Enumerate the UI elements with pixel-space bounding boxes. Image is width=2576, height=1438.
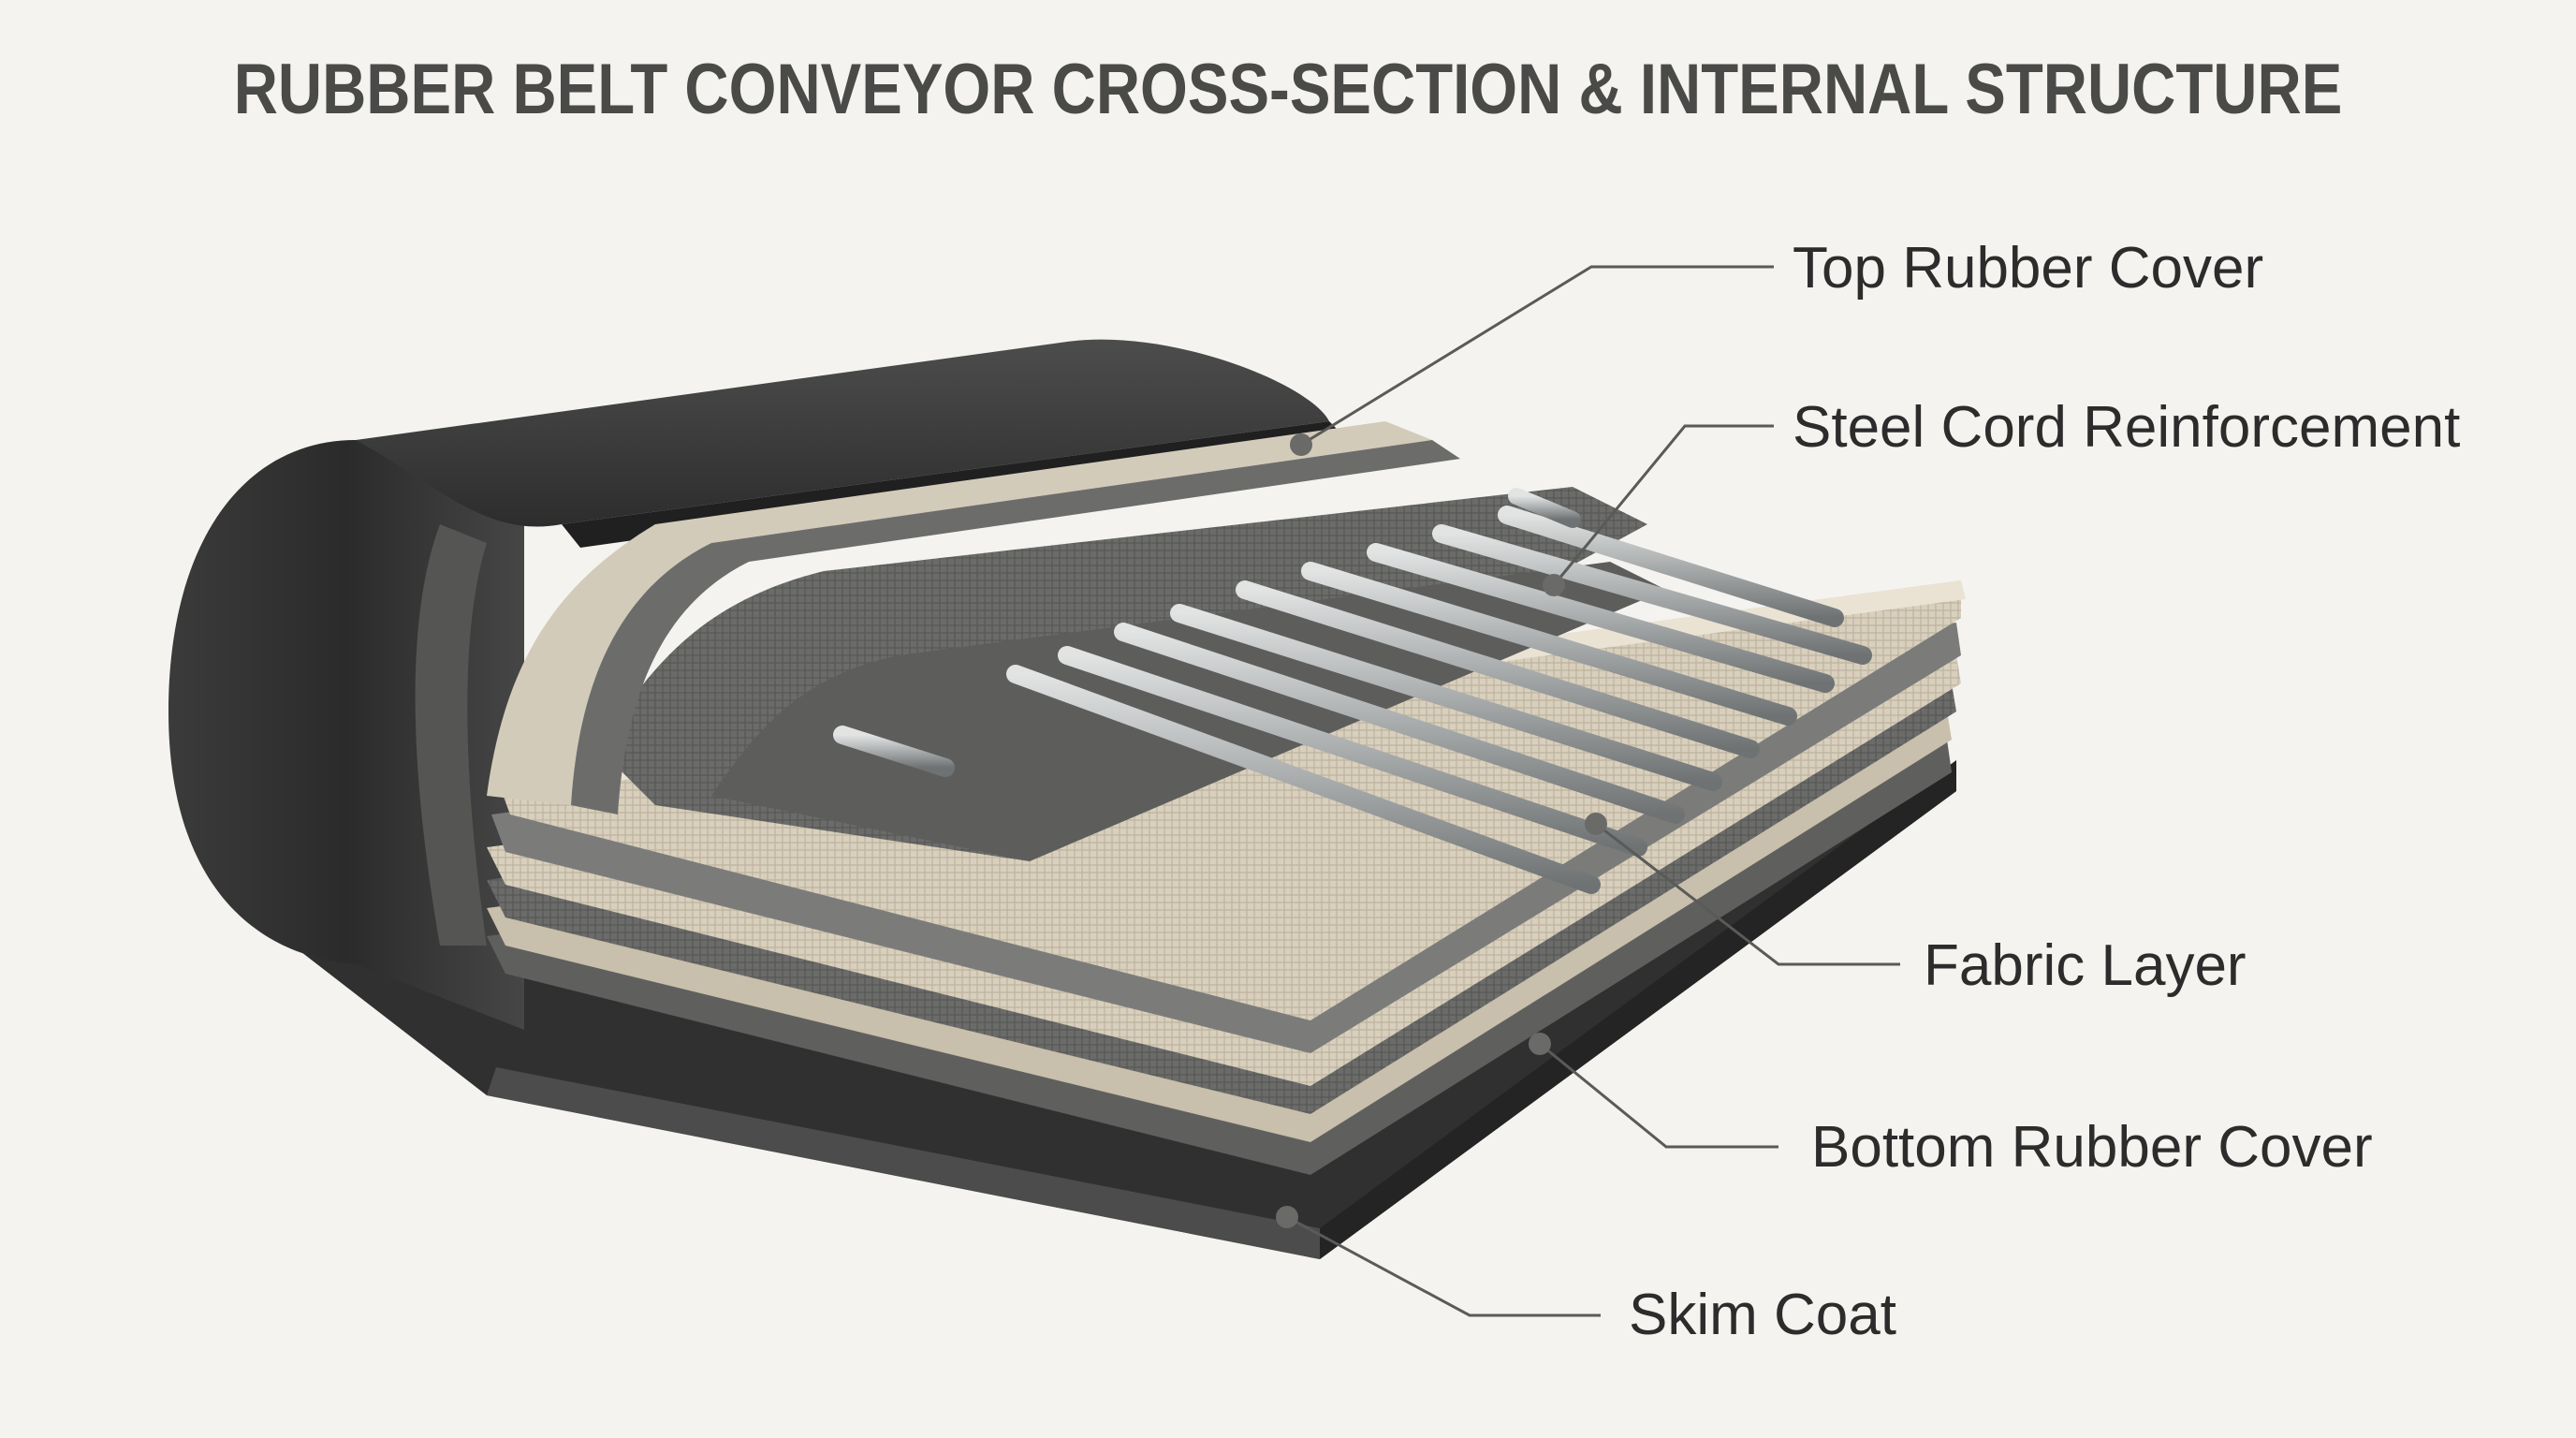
diagram-title: RUBBER BELT CONVEYOR CROSS-SECTION & INT…	[233, 50, 2343, 129]
dot-steel-cord	[1543, 574, 1565, 596]
dot-skim-coat	[1276, 1206, 1298, 1228]
leader-steel-cord	[1552, 424, 1774, 586]
label-fabric-layer: Fabric Layer	[1924, 933, 2247, 998]
dot-fabric-layer	[1585, 813, 1607, 835]
leader-fabric-layer	[1595, 822, 1900, 966]
leader-skim-coat	[1286, 1215, 1601, 1317]
leader-top-rubber-cover	[1300, 265, 1774, 447]
top-cover-strip	[415, 421, 1460, 946]
leader-bottom-rubber-cover	[1539, 1042, 1778, 1149]
label-bottom-rubber-cover: Bottom Rubber Cover	[1811, 1115, 2373, 1180]
label-top-rubber-cover: Top Rubber Cover	[1793, 236, 2263, 301]
dot-bottom-rubber-cover	[1529, 1033, 1551, 1055]
label-steel-cord-reinforcement: Steel Cord Reinforcement	[1793, 395, 2460, 460]
label-skim-coat: Skim Coat	[1629, 1283, 1896, 1347]
dot-top-rubber-cover	[1290, 433, 1312, 456]
leader-lines	[1286, 265, 1900, 1317]
leader-dots	[1276, 433, 1607, 1228]
steel-cords	[833, 488, 1872, 894]
